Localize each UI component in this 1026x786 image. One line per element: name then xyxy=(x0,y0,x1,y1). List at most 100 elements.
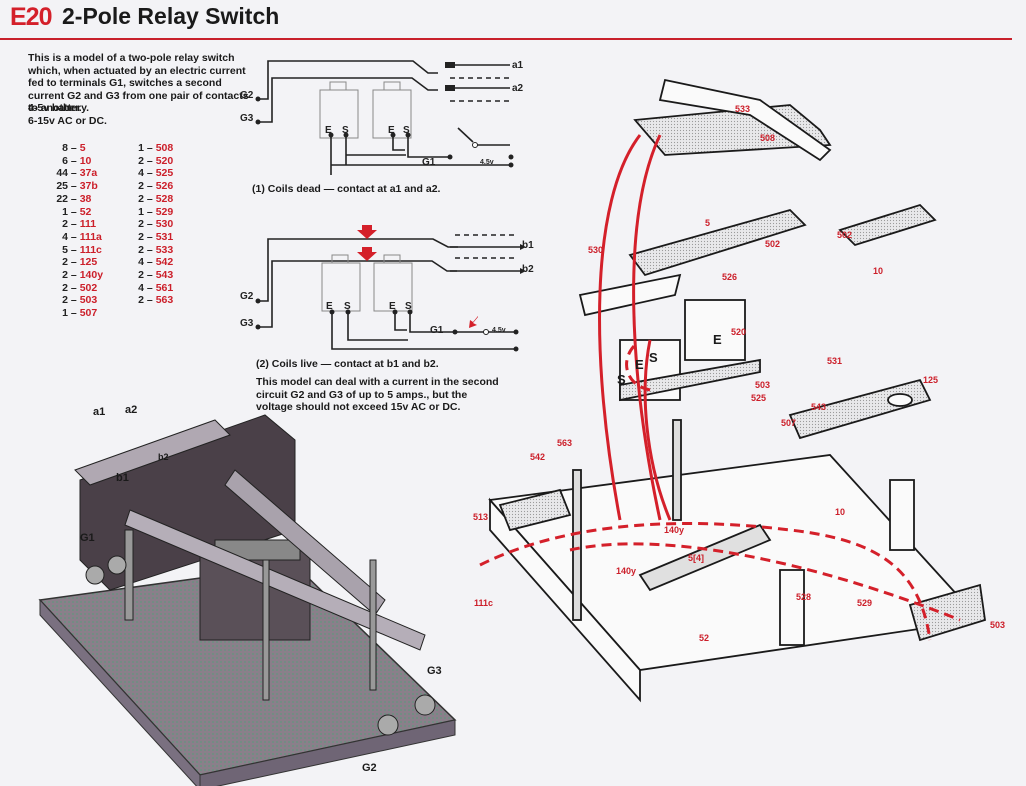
part-number: 507 xyxy=(79,307,98,320)
part-label-503: 503 xyxy=(755,380,771,390)
part-number: 502 xyxy=(79,281,98,294)
part-quantity: 2 xyxy=(138,192,144,205)
parts-list-item: 4 – 561 xyxy=(124,282,173,295)
label-e1: E xyxy=(325,125,332,136)
parts-list-item: 44 – 37a xyxy=(36,167,103,180)
part-label-507: 507 xyxy=(781,418,797,428)
model-photo xyxy=(38,414,457,786)
current-arrow-icon xyxy=(357,225,377,239)
separator: – xyxy=(68,154,80,167)
exploded-view xyxy=(479,78,986,703)
part-label-502b: 502 xyxy=(837,230,853,240)
parts-list-item: 2 – 530 xyxy=(124,218,173,231)
parts-list-item: 1 – 52 xyxy=(36,206,103,219)
separator: – xyxy=(144,281,156,294)
separator: – xyxy=(68,256,80,269)
current-arrow-icon xyxy=(357,247,377,261)
part-number: 10 xyxy=(79,154,92,167)
part-number: 542 xyxy=(155,256,174,269)
part-label-140y: 140y xyxy=(664,525,685,535)
part-number: 37a xyxy=(79,167,98,180)
parts-list-item: 4 – 525 xyxy=(124,167,173,180)
part-number: 111c xyxy=(79,243,102,256)
wire-g2 xyxy=(258,60,438,100)
diagram2-caption: (2) Coils live — contact at b1 and b2. xyxy=(256,358,439,370)
parts-list-item: 2 – 503 xyxy=(36,294,103,307)
separator: – xyxy=(68,142,80,154)
separator: – xyxy=(144,256,156,269)
part-quantity: 22 xyxy=(56,192,68,205)
part-number: 528 xyxy=(155,192,174,205)
separator: – xyxy=(144,218,156,231)
part-label-530: 530 xyxy=(588,245,604,255)
part-quantity: 4 xyxy=(138,281,144,294)
separator: – xyxy=(144,142,156,154)
label-s1: S xyxy=(344,301,351,312)
part-quantity: 2 xyxy=(138,218,144,231)
part-quantity: 2 xyxy=(138,294,144,307)
page-title: 2-Pole Relay Switch xyxy=(62,3,280,29)
part-quantity: 4 xyxy=(138,167,144,180)
photo-label-a2: a2 xyxy=(125,404,138,416)
part-label-502: 502 xyxy=(765,239,781,249)
label-g2: G2 xyxy=(240,90,254,101)
parts-list-item: 4 – 542 xyxy=(124,256,173,269)
label-voltage: 4.5v xyxy=(480,159,494,166)
part-quantity: 4 xyxy=(138,256,144,269)
part-number: 525 xyxy=(155,167,174,180)
separator: – xyxy=(68,205,80,218)
separator: – xyxy=(68,294,80,307)
label-e1: E xyxy=(326,301,333,312)
separator: – xyxy=(144,180,156,193)
label-g2: G2 xyxy=(240,291,254,302)
part-quantity: 5 xyxy=(62,243,68,256)
part-number: 125 xyxy=(79,256,98,269)
label-s2: S xyxy=(405,301,412,312)
circuit-diagram-coils-dead: G2 G3 E S E S G1 4.5v a1 a2 xyxy=(240,60,524,175)
part-number: 140y xyxy=(79,269,104,282)
part-quantity: 2 xyxy=(138,269,144,282)
parts-list-item: 2 – 533 xyxy=(124,244,173,257)
photo-label-a1: a1 xyxy=(93,406,106,418)
label-e2: E xyxy=(388,125,395,136)
part-quantity: 6 xyxy=(62,154,68,167)
part-label-520: 520 xyxy=(731,327,747,337)
label-g1: G1 xyxy=(430,325,444,336)
part-quantity: 1 xyxy=(138,205,144,218)
parts-list-item: 1 – 507 xyxy=(36,307,103,320)
coil-label-e2: E xyxy=(713,332,722,347)
part-label-10b: 10 xyxy=(835,507,846,517)
separator: – xyxy=(68,180,80,193)
part-label-525: 525 xyxy=(751,393,767,403)
separator: – xyxy=(144,205,156,218)
part-number: 526 xyxy=(155,180,174,193)
part-quantity: 4 xyxy=(62,230,68,243)
diagram1-caption: (1) Coils dead — contact at a1 and a2. xyxy=(252,183,441,195)
coil-label-s2: S xyxy=(649,350,658,365)
part-quantity: 2 xyxy=(138,180,144,193)
part-number: 38 xyxy=(79,192,92,205)
photo-label-b2: b2 xyxy=(158,452,169,462)
label-e2: E xyxy=(389,301,396,312)
part-label-125: 125 xyxy=(923,375,939,385)
label-a1: a1 xyxy=(512,60,524,71)
parts-list-item: 2 – 528 xyxy=(124,193,173,206)
part-quantity: 1 xyxy=(62,205,68,218)
separator: – xyxy=(68,281,80,294)
separator: – xyxy=(144,243,156,256)
part-quantity: 1 xyxy=(62,307,68,320)
parts-list-item: 2 – 520 xyxy=(124,155,173,168)
separator: – xyxy=(68,269,80,282)
label-g3: G3 xyxy=(240,318,254,329)
part-number: 563 xyxy=(155,294,174,307)
separator: – xyxy=(68,218,80,231)
power-requirements: 4-5v battery. 6-15v AC or DC. xyxy=(28,102,107,127)
current-arrow-icon xyxy=(469,316,478,328)
separator: – xyxy=(144,269,156,282)
part-label-5-4: 5[4] xyxy=(688,553,705,563)
separator: – xyxy=(68,167,80,180)
part-label-5: 5 xyxy=(705,218,711,228)
photo-label-b1: b1 xyxy=(116,472,129,484)
parts-list-item: 2 – 526 xyxy=(124,180,173,193)
